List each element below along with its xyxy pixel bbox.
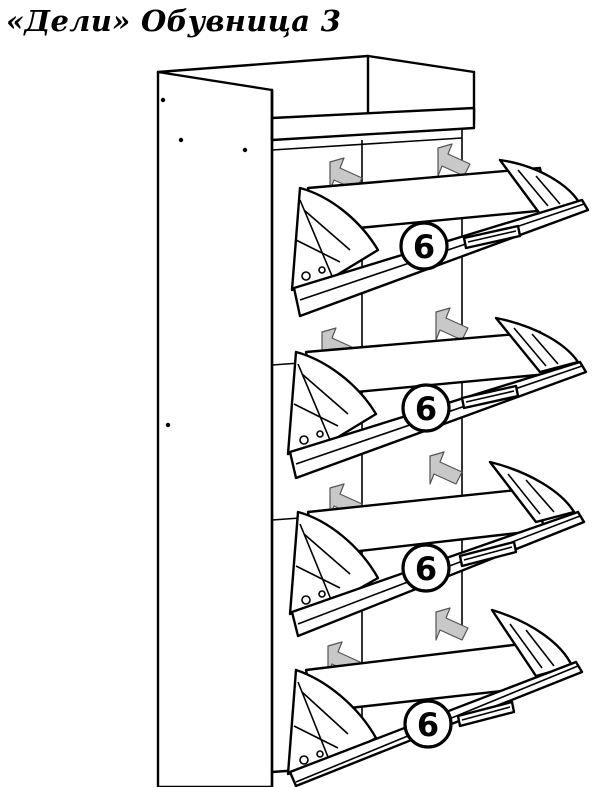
arrow-icon: [435, 607, 469, 641]
callout-label: 6: [417, 706, 439, 744]
callout-marker: 6: [399, 221, 449, 271]
callout-marker: 6: [401, 543, 451, 593]
callout-label: 6: [415, 390, 437, 428]
callout-label: 6: [413, 228, 435, 266]
arrow-icon: [429, 451, 463, 485]
callout-marker: 6: [401, 383, 451, 433]
arrow-icon: [435, 307, 469, 341]
callout-marker: 6: [403, 699, 453, 749]
arrow-icon: [437, 143, 471, 177]
drawer-compartment-4: [286, 607, 584, 787]
drawer-compartment-2: [286, 307, 588, 480]
drawer-compartment-3: [288, 451, 586, 638]
diagram-title: «Дели» Обувница 3: [6, 4, 342, 38]
callout-label: 6: [415, 550, 437, 588]
